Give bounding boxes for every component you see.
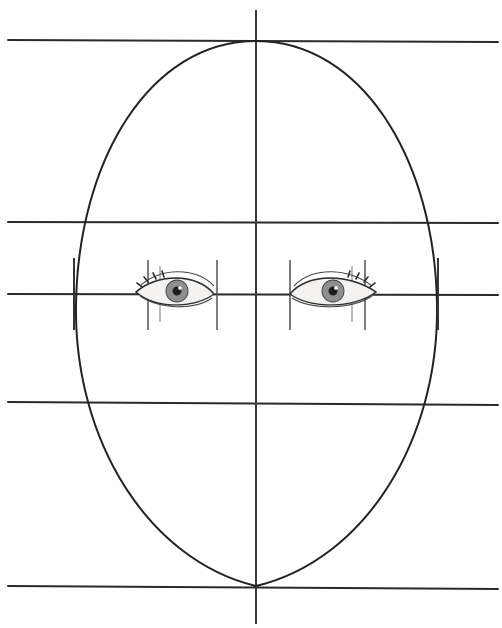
left-glint bbox=[178, 286, 182, 290]
left-eye bbox=[136, 260, 217, 330]
right-lash-4 bbox=[348, 271, 350, 277]
left-lash-4 bbox=[162, 271, 164, 277]
chin-line bbox=[8, 586, 498, 589]
right-glint bbox=[334, 286, 338, 290]
eye-line bbox=[8, 294, 498, 295]
brow-line bbox=[8, 222, 498, 223]
right-eye bbox=[290, 260, 376, 330]
